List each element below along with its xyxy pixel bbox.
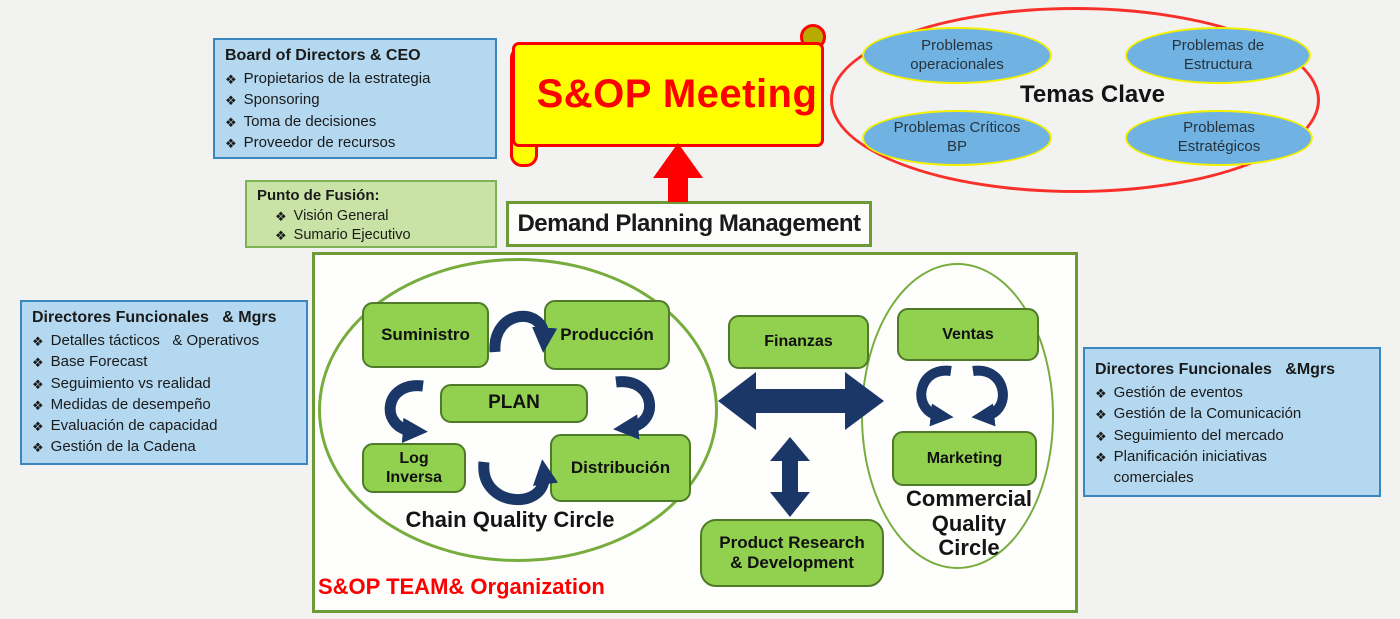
node-marketing: Marketing: [892, 431, 1037, 486]
node-distribucion: Distribución: [550, 434, 691, 502]
temas-clave-ellipse: [830, 7, 1320, 193]
punto-fusion-title: Punto de Fusión:: [257, 187, 380, 204]
diamond-bullet-icon: [1095, 446, 1114, 467]
left-panel-title: Directores Funcionales & Mgrs: [32, 309, 277, 326]
list-item: Gestión de la Comunicación: [1095, 403, 1369, 424]
banner-title: S&OP Meeting: [536, 72, 818, 116]
chain-quality-ellipse: [318, 258, 718, 562]
list-item: Sponsoring: [225, 89, 485, 110]
diamond-bullet-icon: [1095, 403, 1114, 424]
diamond-bullet-icon: [275, 207, 294, 226]
node-finanzas: Finanzas: [728, 315, 869, 369]
list-item: Seguimiento vs realidad: [32, 373, 296, 394]
diamond-bullet-icon: [225, 111, 244, 132]
list-item: Medidas de desempeño: [32, 394, 296, 415]
temas-clave-title: Temas Clave: [1020, 81, 1165, 108]
diamond-bullet-icon: [225, 132, 244, 153]
diamond-bullet-icon: [225, 89, 244, 110]
diamond-bullet-icon: [32, 394, 51, 415]
scroll-banner: S&OP Meeting: [512, 42, 824, 147]
diamond-bullet-icon: [32, 330, 51, 351]
diamond-bullet-icon: [32, 373, 51, 394]
commercial-quality-label: Commercial Quality Circle: [906, 486, 1032, 561]
list-item: Visión General: [275, 207, 485, 226]
list-item: Planificación iniciativas comerciales: [1095, 446, 1345, 489]
diamond-bullet-icon: [1095, 382, 1114, 403]
right-directors-panel: Directores Funcionales &Mgrs Gestión de …: [1083, 347, 1381, 497]
list-item: Gestión de la Cadena: [32, 436, 296, 457]
left-directors-panel: Directores Funcionales & Mgrs Detalles t…: [20, 300, 308, 465]
topic-problemas-estructura: Problemas de Estructura: [1125, 27, 1311, 84]
list-item: Evaluación de capacidad: [32, 415, 296, 436]
diamond-bullet-icon: [32, 351, 51, 372]
list-item: Seguimiento del mercado: [1095, 425, 1369, 446]
list-item: Detalles tácticos & Operativos: [32, 330, 296, 351]
sop-team-caption: S&OP TEAM& Organization: [318, 574, 605, 599]
node-suministro: Suministro: [362, 302, 489, 368]
topic-problemas-estrategicos: Problemas Estratégicos: [1125, 110, 1313, 166]
diamond-bullet-icon: [225, 68, 244, 89]
list-item: Proveedor de recursos: [225, 132, 485, 153]
demand-planning-label: Demand Planning Management: [517, 210, 861, 237]
chain-quality-label: Chain Quality Circle: [405, 507, 615, 532]
board-panel-title: Board of Directors & CEO: [225, 47, 421, 64]
board-of-directors-panel: Board of Directors & CEO Propietarios de…: [213, 38, 497, 159]
diamond-bullet-icon: [1095, 425, 1114, 446]
node-produccion: Producción: [544, 300, 670, 370]
list-item: Base Forecast: [32, 351, 296, 372]
list-item: Propietarios de la estrategia: [225, 68, 485, 89]
diamond-bullet-icon: [32, 436, 51, 457]
punto-fusion-panel: Punto de Fusión: Visión General Sumario …: [245, 180, 497, 248]
node-plan: PLAN: [440, 384, 588, 423]
up-arrow-icon: [653, 143, 703, 202]
list-item: Toma de decisiones: [225, 111, 485, 132]
topic-problemas-criticos: Problemas Críticos BP: [862, 110, 1052, 166]
node-log-inversa: Log Inversa: [362, 443, 466, 493]
node-ventas: Ventas: [897, 308, 1039, 361]
right-panel-title: Directores Funcionales &Mgrs: [1095, 361, 1336, 378]
demand-planning-box: Demand Planning Management: [506, 201, 872, 247]
list-item: Gestión de eventos: [1095, 382, 1369, 403]
node-product-research: Product Research & Development: [700, 519, 884, 587]
diamond-bullet-icon: [32, 415, 51, 436]
list-item: Sumario Ejecutivo: [275, 226, 485, 245]
topic-problemas-operacionales: Problemas operacionales: [862, 27, 1052, 84]
diamond-bullet-icon: [275, 226, 294, 245]
